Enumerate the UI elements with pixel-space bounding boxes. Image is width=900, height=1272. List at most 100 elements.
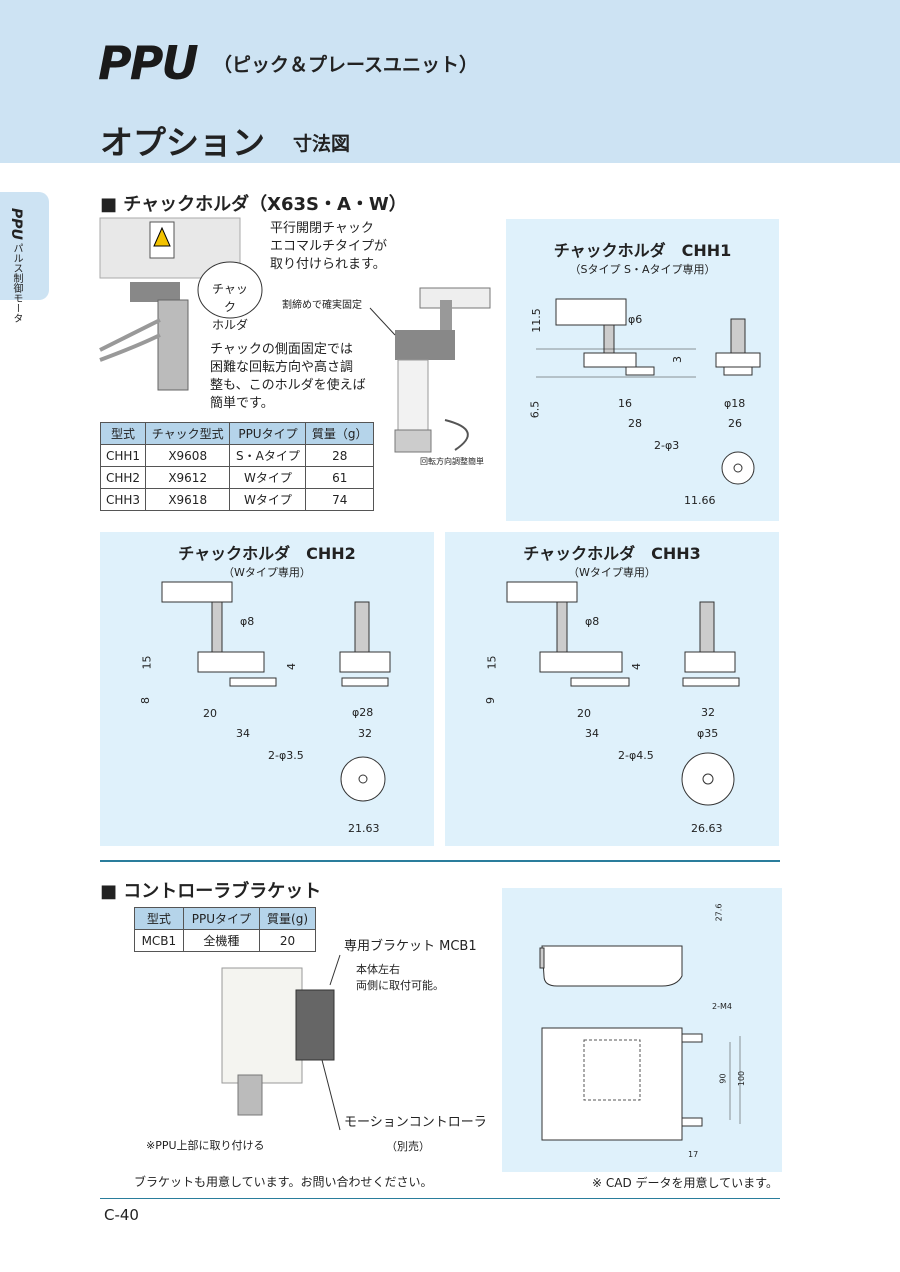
chh2-dim-6: 34 xyxy=(236,727,250,740)
side-label: パルス制御モータ xyxy=(11,243,22,324)
chh3-dim-8: φ35 xyxy=(697,727,719,740)
chh3-panel: チャックホルダ CHH3 （Wタイプ専用） φ8 15 4 9 20 34 32… xyxy=(445,532,779,846)
th-model: 型式 xyxy=(100,422,146,445)
mcb1-drawing-panel: 27.6 2-M4 90 100 17 xyxy=(502,888,782,1172)
th-chuck: チャック型式 xyxy=(144,422,231,445)
cell: X9608 xyxy=(144,444,231,467)
ppu-logo: PPU xyxy=(98,36,199,90)
header-band xyxy=(0,0,900,163)
bracket-label-2: 本体左右 両側に取付可能。 xyxy=(356,962,444,994)
section-divider xyxy=(100,860,780,862)
chuck-desc: 平行開閉チャック エコマルチタイプが 取り付けられます。 xyxy=(270,220,387,274)
th-mass: 質量(g) xyxy=(259,907,316,930)
chuck-note: チャックの側面固定では 困難な回転方向や高さ調 整も、このホルダを使えば 簡単で… xyxy=(210,341,366,413)
note-line: 簡単です。 xyxy=(210,396,274,411)
callout-line: ホルダ xyxy=(211,318,248,332)
note-line: 困難な回転方向や高さ調 xyxy=(210,360,354,375)
label-line: 両側に取付可能。 xyxy=(356,979,444,992)
chuck-desc-line: 取り付けられます。 xyxy=(270,257,386,272)
side-tab[interactable] xyxy=(0,192,49,300)
chh3-title: チャックホルダ CHH3 xyxy=(523,544,701,563)
chh3-dim-5: 20 xyxy=(577,707,591,720)
side-tab-label: PPU パルス制御モータ xyxy=(8,208,24,323)
bracket-label-1: 専用ブラケット MCB1 xyxy=(344,939,477,954)
cell: X9618 xyxy=(144,488,231,511)
chh2-drawing xyxy=(161,581,391,802)
mcb1-dim-2: 2-M4 xyxy=(712,1002,732,1011)
footer-right-note: ※ CAD データを用意しています。 xyxy=(592,1176,778,1190)
chh3-dim-1: φ8 xyxy=(585,615,600,628)
header-subtitle: （ピック＆プレースユニット） xyxy=(213,54,479,76)
chh2-dim-5: 20 xyxy=(203,707,217,720)
chh2-dim-8: 32 xyxy=(358,727,372,740)
chh1-drawing xyxy=(536,298,761,485)
page-title: オプション xyxy=(100,123,265,162)
note-line: 整も、このホルダを使えば xyxy=(210,378,366,393)
note-line: チャックの側面固定では xyxy=(210,342,353,357)
chh1-subtitle: （Sタイプ S・Aタイプ専用） xyxy=(569,263,716,276)
mcb1-dim-5: 17 xyxy=(688,1150,699,1159)
photo-label-clamp: 割締めで確実固定 xyxy=(282,300,362,311)
side-logo: PPU xyxy=(8,208,24,240)
bracket-label-3: モーションコントローラ xyxy=(344,1115,487,1130)
chh3-dim-6: 34 xyxy=(585,727,599,740)
chh2-title: チャックホルダ CHH2 xyxy=(178,544,356,563)
chh2-dim-1: φ8 xyxy=(240,615,255,628)
bracket-label-4: （別売） xyxy=(386,1140,430,1153)
chh2-subtitle: （Wタイプ専用） xyxy=(223,566,311,579)
chh1-title: チャックホルダ CHH1 xyxy=(553,241,732,260)
chh1-dim-9: 2-φ3 xyxy=(654,439,680,452)
cell: CHH3 xyxy=(100,488,146,511)
chh2-panel: チャックホルダ CHH2 （Wタイプ専用） φ8 15 4 8 20 34 φ2… xyxy=(100,532,434,846)
cell: 20 xyxy=(259,929,316,952)
chh1-dim-6: 28 xyxy=(628,417,642,430)
cell: S・Aタイプ xyxy=(229,444,307,467)
callout-line: チャック xyxy=(212,282,248,314)
chh3-dim-7: 32 xyxy=(701,706,715,719)
cell: Wタイプ xyxy=(229,488,307,511)
label-line: 本体左右 xyxy=(356,963,400,976)
mcb1-dim-1: 27.6 xyxy=(714,903,724,922)
bracket-note: ※PPU上部に取り付ける xyxy=(146,1139,265,1152)
th-model: 型式 xyxy=(134,907,184,930)
th-type: PPUタイプ xyxy=(229,422,307,445)
mcb1-dim-3: 90 xyxy=(718,1073,728,1084)
chuck-desc-line: エコマルチタイプが xyxy=(270,239,388,254)
chh1-dim-10: 11.66 xyxy=(684,494,716,507)
chuck-desc-line: 平行開閉チャック xyxy=(270,221,374,236)
bracket-heading: ■ コントローラブラケット xyxy=(100,881,322,902)
th-mass: 質量（g） xyxy=(305,422,374,445)
footer-left-note: ブラケットも用意しています。お問い合わせください。 xyxy=(134,1175,433,1189)
chh3-subtitle: （Wタイプ専用） xyxy=(568,566,656,579)
cell: X9612 xyxy=(144,466,231,489)
chuck-heading: ■ チャックホルダ（X63S・A・W） xyxy=(100,194,407,215)
chh3-dim-9: 2-φ4.5 xyxy=(618,749,654,762)
page-title-sub: 寸法図 xyxy=(293,133,351,155)
cell: 74 xyxy=(305,488,374,511)
chh1-dim-5: 16 xyxy=(618,397,632,410)
cell: MCB1 xyxy=(134,929,184,952)
page-number: C-40 xyxy=(104,1206,139,1224)
footer-rule xyxy=(100,1198,780,1199)
chuck-callout: チャック ホルダ xyxy=(207,280,253,334)
chh3-dim-10: 26.63 xyxy=(691,822,723,835)
chh2-dim-9: 2-φ3.5 xyxy=(268,749,304,762)
cell: 全機種 xyxy=(182,929,261,952)
chh1-dim-7: φ18 xyxy=(724,397,746,410)
chh1-dim-2: φ6 xyxy=(628,313,643,326)
chh3-drawing xyxy=(506,581,740,806)
th-type: PPUタイプ xyxy=(182,907,261,930)
mcb1-dim-4: 100 xyxy=(737,1070,747,1087)
cell: CHH1 xyxy=(100,444,146,467)
chh1-panel: チャックホルダ CHH1 （Sタイプ S・Aタイプ専用） 11.5 φ6 3 6… xyxy=(506,219,779,521)
chh2-dim-10: 21.63 xyxy=(348,822,380,835)
chh2-dim-7: φ28 xyxy=(352,706,374,719)
mcb1-drawing xyxy=(539,945,741,1141)
photo-label-rotation: 回転方向調整簡単 xyxy=(420,457,484,466)
